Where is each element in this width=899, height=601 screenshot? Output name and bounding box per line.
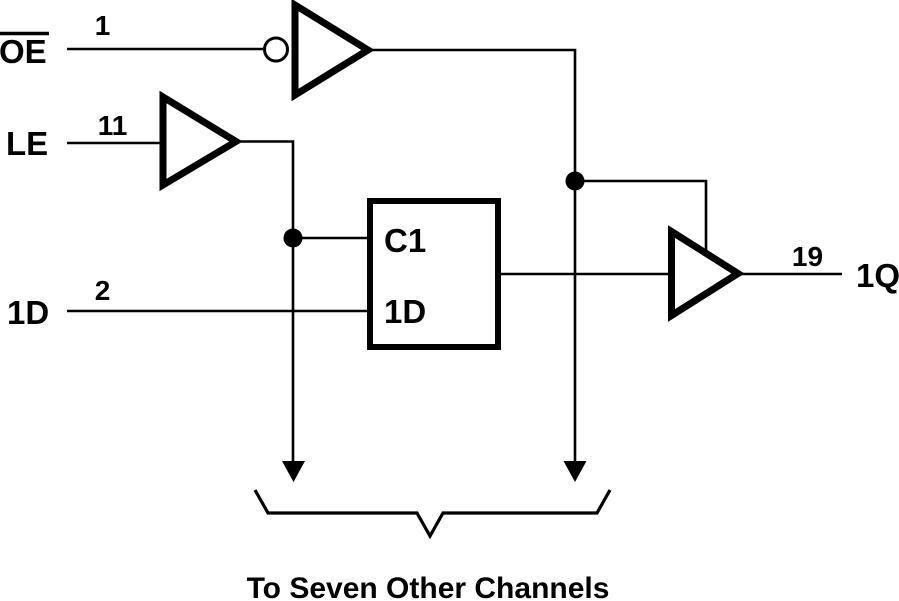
data-label: 1D xyxy=(7,294,49,331)
latch-box xyxy=(367,198,501,350)
le-net-wire xyxy=(238,140,295,461)
q-pin-number: 19 xyxy=(792,241,823,272)
le-pin-number: 11 xyxy=(98,110,128,141)
le-label: LE xyxy=(6,125,48,162)
oe-pin-number: 1 xyxy=(95,10,111,41)
inverter-bubble-icon xyxy=(263,36,289,63)
junction-dot-icon xyxy=(283,228,303,248)
buffer-gate-icon xyxy=(159,90,243,192)
junction-dot-icon xyxy=(565,171,585,191)
q-label: 1Q xyxy=(856,257,899,294)
latch-clock-label: C1 xyxy=(384,222,426,259)
down-arrow-icon xyxy=(282,461,305,482)
output-buffer-gate-icon xyxy=(668,225,745,322)
enable-wire xyxy=(575,179,708,254)
figure-caption: To Seven Other Channels xyxy=(247,572,610,601)
oe-net-wire xyxy=(370,48,577,461)
brace-icon xyxy=(253,489,612,540)
down-arrow-icon xyxy=(563,461,587,482)
oe-label: OE xyxy=(0,33,47,70)
inverter-gate-icon xyxy=(291,0,375,102)
data-pin-number: 2 xyxy=(95,275,111,306)
latch-data-label: 1D xyxy=(384,293,426,330)
